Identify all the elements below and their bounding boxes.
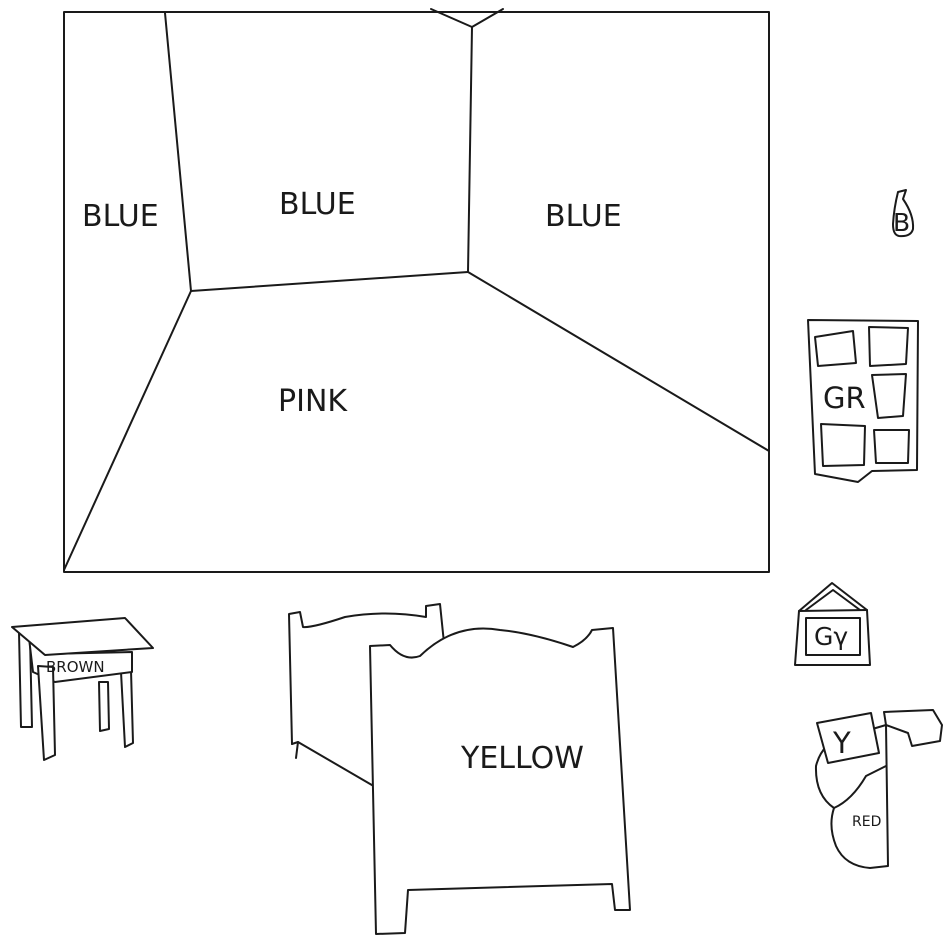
- left-wall-edge: [165, 13, 191, 291]
- side-table-right-leg: [121, 670, 133, 747]
- floor-label: PINK: [278, 384, 348, 419]
- bed: YELLOW: [289, 604, 630, 934]
- window-pane-2: [869, 327, 908, 366]
- bed-left-rail: [298, 742, 377, 788]
- window-pane-5: [874, 430, 909, 463]
- bed-back-foot: [292, 742, 298, 758]
- house-item-roof-inner: [806, 590, 860, 610]
- red-item-inner-curve: [834, 766, 886, 808]
- side-table: BROWN: [12, 618, 153, 760]
- window-frame: GR: [808, 320, 918, 482]
- bed-label: YELLOW: [460, 741, 584, 776]
- top-box-label: Y: [832, 726, 851, 760]
- small-item-label: B: [893, 208, 910, 237]
- window-frame-label: GR: [823, 381, 866, 415]
- left-wall-label: BLUE: [82, 199, 159, 234]
- red-item-group: Y RED: [816, 710, 942, 868]
- left-floor-edge: [64, 291, 191, 570]
- room: BLUE BLUE BLUE PINK: [64, 9, 769, 572]
- window-pane-4: [821, 424, 865, 466]
- side-table-back-leg: [99, 682, 109, 731]
- house-item: Gγ: [795, 583, 870, 665]
- small-item: B: [893, 190, 913, 237]
- back-floor-edge: [191, 272, 468, 291]
- window-pane-3: [872, 374, 906, 418]
- room-frame: [64, 12, 769, 572]
- right-corner-edge: [468, 27, 472, 272]
- back-wall-label: BLUE: [279, 187, 356, 222]
- house-item-roofline: [799, 610, 867, 611]
- house-item-label: Gγ: [814, 622, 848, 651]
- red-item-label: RED: [852, 814, 881, 830]
- window-pane-1: [815, 331, 856, 366]
- right-floor-edge: [468, 272, 769, 451]
- top-flap: [884, 710, 942, 746]
- side-table-label: BROWN: [46, 658, 105, 676]
- right-wall-label: BLUE: [545, 199, 622, 234]
- side-table-front-leg: [38, 666, 55, 760]
- bed-footboard: [370, 628, 630, 934]
